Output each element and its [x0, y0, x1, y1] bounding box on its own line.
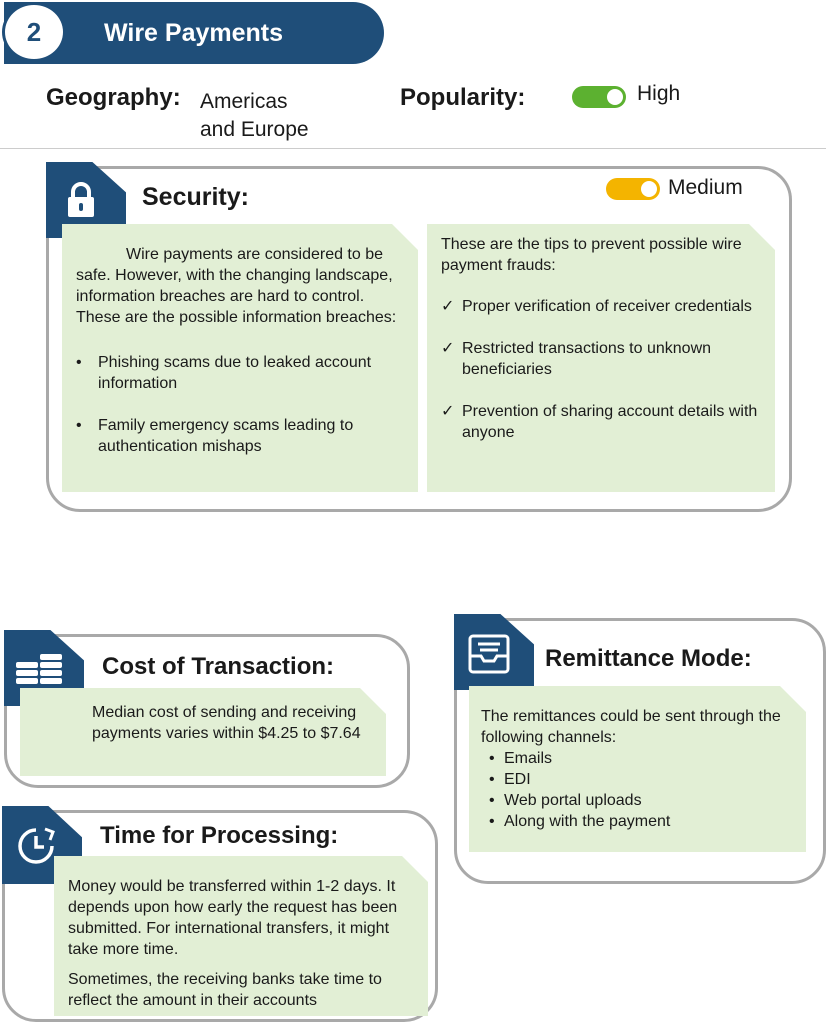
page-title: Wire Payments: [104, 19, 284, 47]
inbox-icon: [468, 634, 510, 674]
tips-intro: These are the tips to prevent possible w…: [441, 236, 742, 274]
security-toggle: [606, 178, 660, 200]
remittance-note: The remittances could be sent through th…: [469, 686, 806, 852]
toggle-knob: [641, 181, 657, 197]
processing-title: Time for Processing:: [100, 822, 339, 849]
list-item: • EDI: [489, 771, 531, 788]
coins-icon: [16, 654, 62, 684]
check-icon: ✓: [441, 298, 455, 315]
list-item: • Family emergency scams leading to auth…: [76, 417, 354, 455]
section-header: Wire Payments: [4, 2, 384, 64]
processing-para1: Money would be transferred within 1-2 da…: [68, 878, 398, 958]
list-item: • Phishing scams due to leaked account i…: [76, 354, 372, 392]
lock-icon: [68, 182, 94, 217]
remittance-intro: The remittances could be sent through th…: [481, 708, 781, 746]
section-number-badge: 2: [2, 2, 66, 62]
list-item: • Web portal uploads: [489, 792, 642, 809]
list-item: • Emails: [489, 750, 553, 767]
list-item: ✓ Restricted transactions to unknown ben…: [441, 340, 712, 378]
toggle-knob: [607, 89, 623, 105]
processing-para2: Sometimes, the receiving banks take time…: [68, 971, 382, 1009]
security-title: Security:: [142, 183, 249, 211]
cost-text: Median cost of sending and receiving pay…: [92, 704, 361, 742]
clock-icon: [18, 827, 55, 864]
cost-note: Median cost of sending and receiving pay…: [20, 688, 386, 776]
check-icon: ✓: [441, 403, 455, 420]
popularity-value: High: [637, 82, 681, 105]
geography-value: Americas and Europe: [200, 88, 309, 144]
cost-title: Cost of Transaction:: [102, 653, 335, 680]
security-tips-note: These are the tips to prevent possible w…: [427, 224, 775, 492]
geography-value-line1: Americas: [200, 90, 288, 113]
list-item: • Along with the payment: [489, 813, 671, 830]
popularity-label: Popularity:: [400, 84, 526, 111]
breach-list: • Phishing scams due to leaked account i…: [76, 352, 406, 457]
list-item: ✓ Proper verification of receiver creden…: [441, 298, 752, 315]
security-breaches-note: Wire payments are considered to be safe.…: [62, 224, 418, 492]
processing-note: Money would be transferred within 1-2 da…: [54, 856, 428, 1016]
popularity-toggle: [572, 86, 626, 108]
list-item: ✓ Prevention of sharing account details …: [441, 403, 758, 441]
tips-list: ✓ Proper verification of receiver creden…: [441, 296, 763, 443]
remittance-title: Remittance Mode:: [545, 645, 752, 672]
channel-list: • Emails • EDI • Web portal uploads • Al…: [481, 748, 794, 832]
check-icon: ✓: [441, 340, 455, 357]
geography-label: Geography:: [46, 84, 181, 111]
security-intro: Wire payments are considered to be safe.…: [76, 246, 397, 326]
geography-value-line2: and Europe: [200, 118, 309, 141]
security-level: Medium: [668, 176, 743, 199]
divider: [0, 148, 826, 149]
